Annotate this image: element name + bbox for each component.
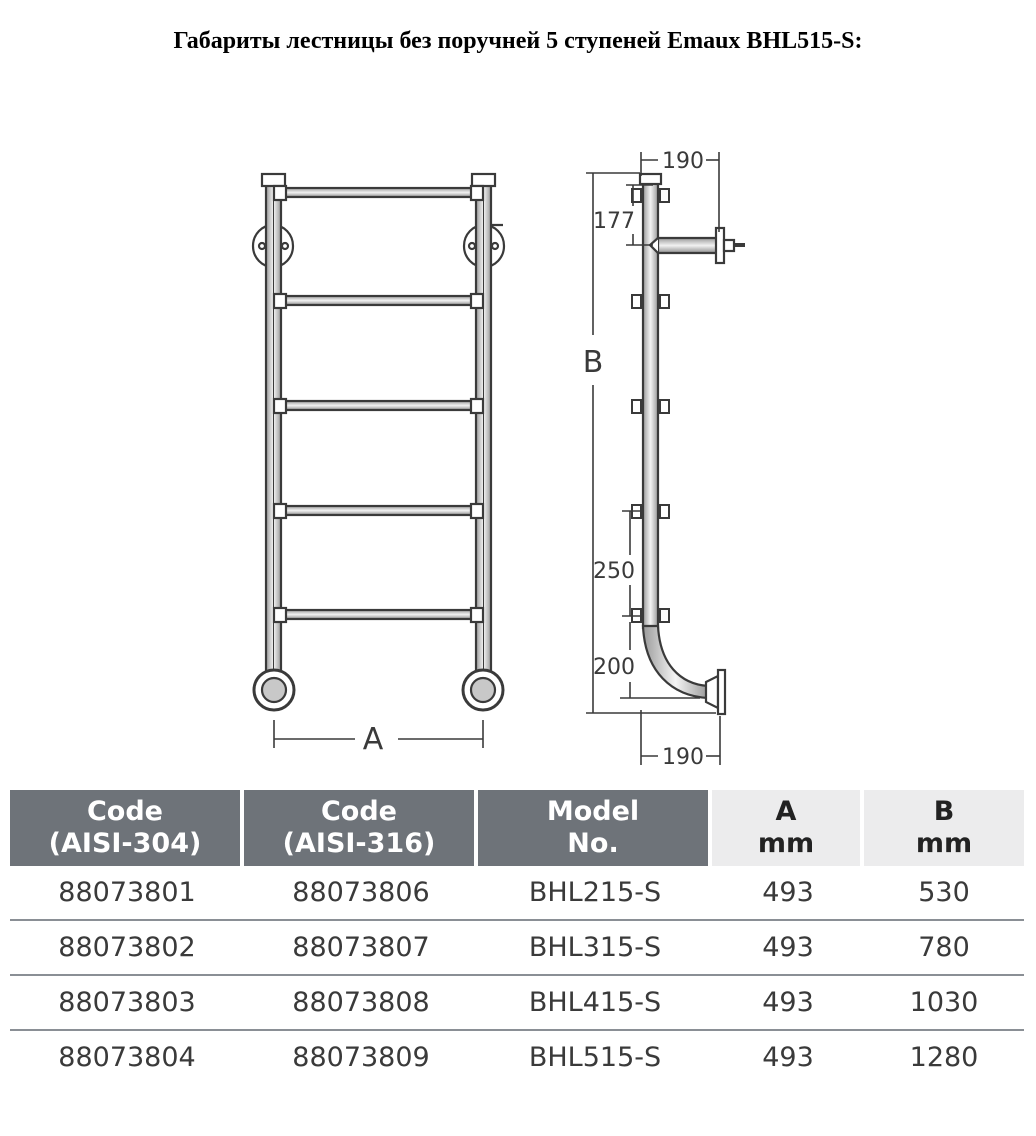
spec-table: Code (AISI-304) Code (AISI-316) Model No… (10, 790, 1024, 1084)
dim-height-label: B (583, 345, 604, 380)
cell-code-316: 88073806 (244, 866, 478, 921)
cell-model: BHL515-S (528, 1042, 662, 1073)
header-code-316: Code (AISI-316) (244, 790, 478, 866)
curved-leg (641, 624, 727, 716)
table-row: 88073802 88073807 BHL315-S 493 780 (10, 921, 1024, 976)
cell-a: 493 (712, 921, 864, 976)
dim-step-top-label: 177 (593, 209, 635, 234)
header-code-304: Code (AISI-304) (10, 790, 244, 866)
cell-code-304: 88073804 (58, 1042, 196, 1073)
cell-code-304: 88073802 (10, 921, 244, 976)
cell-model: BHL315-S (478, 921, 712, 976)
cell-a: 493 (712, 976, 864, 1031)
header-b: B mm (864, 790, 1024, 866)
step-5 (272, 606, 485, 624)
side-view (586, 152, 745, 765)
left-foot (252, 668, 296, 712)
cell-code-304: 88073801 (10, 866, 244, 921)
cell-code-316: 88073808 (244, 976, 478, 1031)
table-row: 88073803 88073808 BHL415-S 493 1030 (10, 976, 1024, 1031)
header-model: Model No. (478, 790, 712, 866)
right-top-cap (470, 172, 497, 188)
cell-model: BHL415-S (478, 976, 712, 1031)
cell-b: 780 (864, 921, 1024, 976)
cell-a: 493 (712, 866, 864, 921)
dim-step-label: 250 (593, 559, 635, 584)
wall-arm (648, 226, 745, 265)
table-header-row: Code (AISI-304) Code (AISI-316) Model No… (10, 790, 1024, 866)
dim-top-label: 190 (662, 149, 704, 174)
step-2 (272, 292, 485, 310)
page-title: Габариты лестницы без поручней 5 ступене… (173, 28, 863, 54)
front-view (251, 172, 506, 748)
step-4 (272, 502, 485, 520)
cell-a: 493 (762, 1042, 814, 1073)
step-1 (272, 184, 485, 202)
dim-bottom-step-label: 200 (593, 655, 635, 680)
right-foot (461, 668, 505, 712)
cell-code-316: 88073809 (292, 1042, 430, 1073)
width-dimension (273, 720, 484, 748)
cell-b: 1030 (864, 976, 1024, 1031)
cell-b: 1280 (909, 1042, 979, 1073)
front-steps (272, 184, 485, 624)
cell-model: BHL215-S (478, 866, 712, 921)
dim-width-label: A (363, 722, 384, 757)
step-3 (272, 397, 485, 415)
cell-code-316: 88073807 (244, 921, 478, 976)
dim-bottom-label: 190 (662, 745, 704, 770)
ladder-drawing: A (251, 149, 745, 770)
cell-b: 530 (864, 866, 1024, 921)
table-row: 88073801 88073806 BHL215-S 493 530 (10, 866, 1024, 921)
cell-code-304: 88073803 (10, 976, 244, 1031)
side-dimensions (586, 152, 721, 765)
table-row: 88073804 88073809 BHL515-S 493 1280 (10, 1031, 1024, 1084)
header-a: A mm (712, 790, 864, 866)
left-top-cap (260, 172, 287, 188)
